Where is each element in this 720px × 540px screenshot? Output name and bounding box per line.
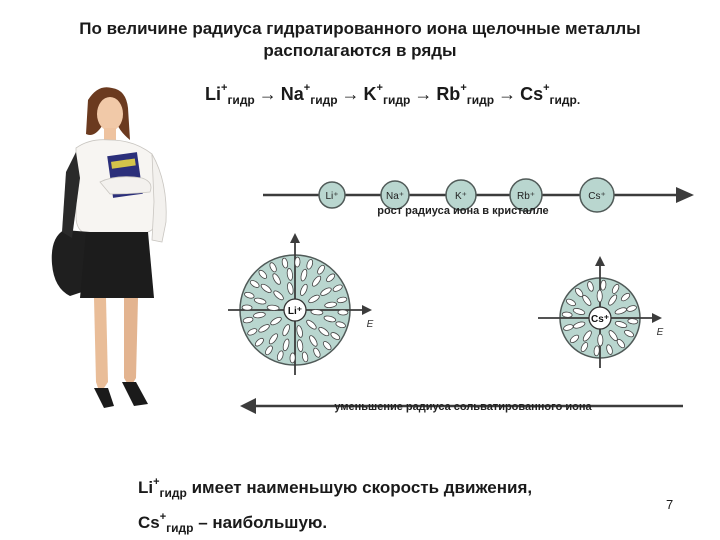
li-ion-field-label: E	[367, 319, 374, 330]
ion-label: Li⁺	[325, 191, 338, 202]
series-na: Na+гидр	[281, 84, 338, 104]
bottom-arrow-head	[240, 398, 256, 414]
cs-ion-dipole	[598, 334, 603, 346]
footer-line-1: Li+гидр имеет наименьшую скорость движен…	[138, 476, 532, 500]
ion-label: Rb⁺	[517, 191, 535, 202]
series-arrow: →	[342, 84, 360, 104]
series-arrow: →	[259, 84, 277, 104]
cs-ion-dipole	[594, 346, 600, 356]
cs-ion-dipole	[628, 318, 638, 324]
ion-radius-diagram: Li⁺ Na⁺ K⁺ Rb⁺ Cs⁺ рост радиуса иона в криста…	[228, 158, 698, 430]
li-ion-dipole	[290, 353, 296, 363]
cs-ion-dipole	[597, 290, 602, 302]
li-ion-dipole	[242, 305, 252, 311]
ion-label: K⁺	[455, 191, 467, 202]
page-number: 7	[666, 497, 673, 512]
series-rb: Rb+гидр	[436, 84, 494, 104]
li-ion-dipole	[295, 257, 301, 267]
ion-series: Li+гидр→Na+гидр→K+гидр→Rb+гидр→Cs+гидр.	[205, 82, 580, 107]
top-arrow-head	[676, 187, 694, 203]
series-cs: Cs+гидр.	[520, 84, 580, 104]
ion-label: Cs⁺	[588, 191, 606, 202]
cs-ion-dipole	[600, 280, 606, 290]
title-line-1: По величине радиуса гидратированного ион…	[0, 18, 720, 40]
li-ion-label: Li⁺	[288, 306, 302, 317]
title-line-2: располагаются в ряды	[0, 40, 720, 62]
series-li: Li+гидр	[205, 84, 255, 104]
ion-label: Na⁺	[386, 191, 404, 202]
cs-ion-arrow-up	[595, 256, 605, 266]
series-arrow: →	[498, 84, 516, 104]
cs-ion-label: Cs⁺	[591, 314, 609, 325]
cs-ion-dipole	[562, 312, 572, 318]
li-ion-arrow-up	[290, 233, 300, 243]
bottom-caption: уменьшение радиуса сольватированного ион…	[334, 401, 592, 413]
footer-line-2: Cs+гидр – наибольшую.	[138, 511, 327, 535]
li-ion-dipole	[338, 310, 348, 316]
cs-ion-field-label: E	[657, 327, 664, 338]
series-k: K+гидр	[364, 84, 411, 104]
slide-title: По величине радиуса гидратированного ион…	[0, 18, 720, 62]
top-caption: рост радиуса иона в кристалле	[377, 205, 548, 217]
student-illustration	[50, 82, 180, 427]
cs-ion-arrow-right	[652, 313, 662, 323]
li-ion-arrow-right	[362, 305, 372, 315]
series-arrow: →	[414, 84, 432, 104]
